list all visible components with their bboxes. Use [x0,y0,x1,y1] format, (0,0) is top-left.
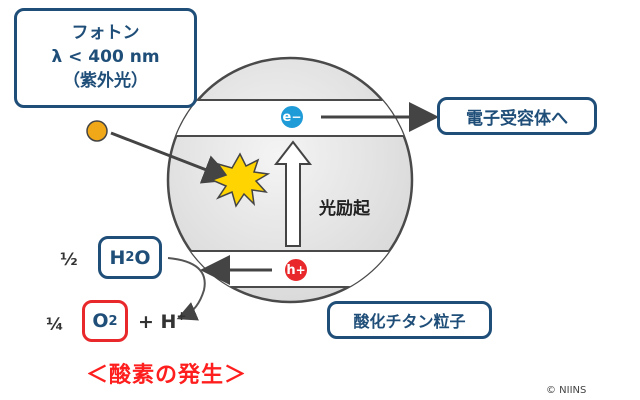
hole-symbol: h [286,262,296,278]
oxygen-generation-title: ＜酸素の発生＞ [86,363,248,388]
electron-acceptor-box: 電子受容体へ [437,97,597,135]
tio2-particle-label-box: 酸化チタン粒子 [327,301,492,339]
hole-label: h+ [284,258,308,282]
h2o-coefficient: ½ [60,250,78,270]
copyright-notice: © NIINS [546,385,587,396]
photon-name: フォトン [71,23,140,44]
photon-dot [86,120,108,142]
proton-charge: + [176,309,187,323]
photon-type: （紫外光） [63,70,148,91]
o2-o: O [92,310,109,332]
o2-coefficient: ¼ [46,315,64,335]
photoexcitation-label: 光励起 [319,199,370,219]
photon-arrow [110,131,234,184]
electron-circle [279,104,305,130]
plus-proton: + H+ [138,309,187,333]
h2o-o: O [134,246,151,269]
electron-charge: − [291,110,302,124]
o2-subscript: 2 [108,313,118,329]
hole-circle [283,257,309,283]
hole-charge: + [295,263,306,277]
photon-wavelength: λ < 400 nm [51,47,160,68]
electron-symbol: e [282,109,292,125]
absorption-burst-icon [209,152,271,208]
oxidation-curve-arrow [167,257,206,321]
plus-proton-text: + H [138,311,177,333]
h2o-h: H [109,246,126,269]
photon-label-box: フォトン λ < 400 nm （紫外光） [14,8,197,108]
excitation-arrow [273,140,313,247]
h2o-subscript: 2 [125,250,135,265]
electron-label: e− [280,105,304,129]
